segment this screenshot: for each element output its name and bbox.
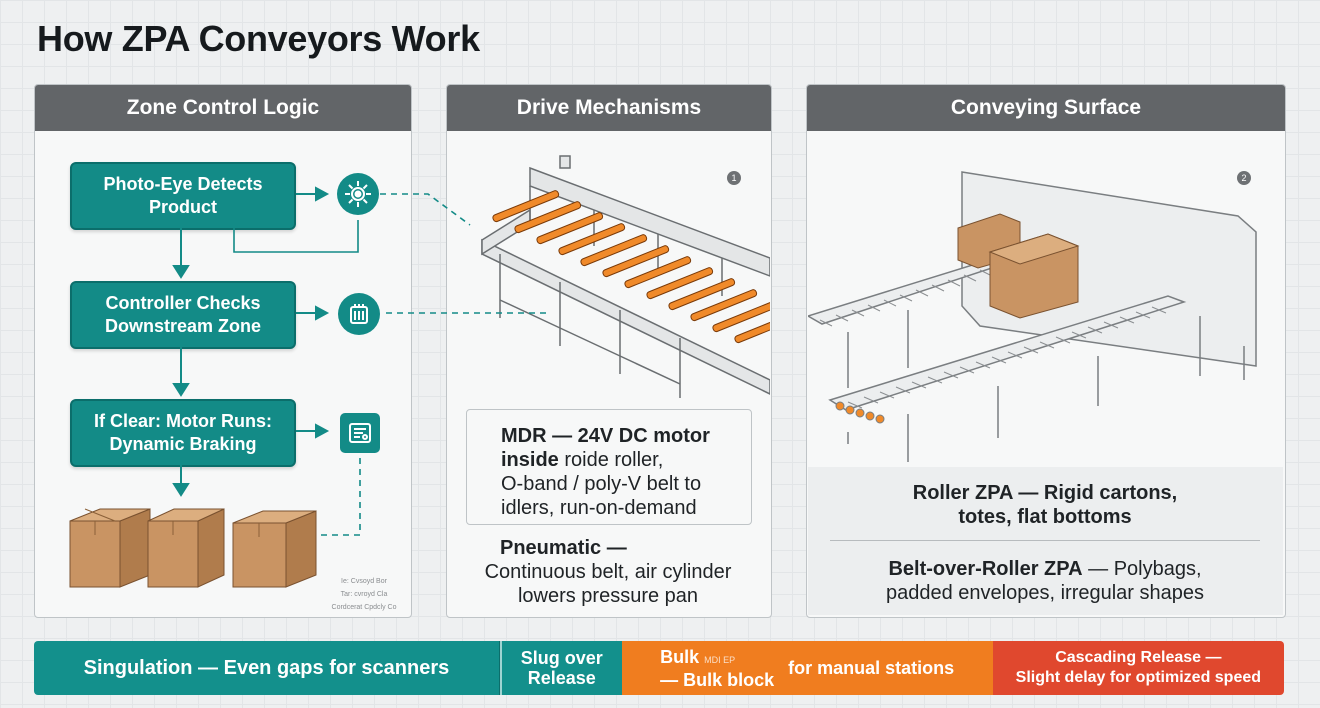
surface-caption-area <box>808 467 1283 615</box>
badge-1: 1 <box>727 171 741 185</box>
belt-zpa-line1: Belt-over-Roller ZPA — Polybags, <box>806 557 1284 581</box>
step-motor-line1: If Clear: Motor Runs: <box>94 411 272 431</box>
cascade-line2: Slight delay for optimized speed <box>1015 669 1262 686</box>
mdr-line4: idlers, run-on-demand <box>501 497 697 519</box>
bulk-faint: MDI EP <box>704 654 736 665</box>
drive-mechanisms-header: Drive Mechanisms <box>447 85 771 131</box>
mdr-conveyor-illustration <box>462 150 802 417</box>
page-title: How ZPA Conveyors Work <box>37 18 480 59</box>
pneumatic-title: Pneumatic — <box>500 537 627 559</box>
slug-line1: Slug over <box>520 648 603 668</box>
belt-zpa-line2: padded envelopes, irregular shapes <box>886 582 1204 604</box>
pneumatic-line2: lowers pressure pan <box>517 585 699 607</box>
zone-control-header: Zone Control Logic <box>35 85 411 131</box>
step-controller-line2: Downstream Zone <box>104 316 262 336</box>
mdr-description-box: MDR — 24V DC motor inside roide roller, … <box>466 409 752 525</box>
fine-print-3: Cordcerat Cpdcly Co <box>331 604 397 611</box>
mdr-line3: O-band / poly-V belt to <box>501 473 702 495</box>
mdr-inside: inside <box>501 449 559 471</box>
controller-icon <box>338 293 380 335</box>
footer-bar: Singulation — Even gaps for scanners Slu… <box>34 641 1284 695</box>
bulk-line2: — Bulk block <box>660 669 775 690</box>
step-motor-runs: If Clear: Motor Runs: Dynamic Braking <box>70 399 296 467</box>
step-controller-line1: Controller Checks <box>105 293 261 313</box>
surface-divider <box>830 540 1260 541</box>
zpa-conveyor-illustration <box>806 156 1278 471</box>
cascade-line1: Cascading Release — <box>1055 649 1222 666</box>
roller-zpa-line1: Roller ZPA — Rigid cartons, <box>912 482 1178 504</box>
bulk-rest: for manual stations <box>788 657 955 678</box>
belt-zpa-rest: — Polybags, <box>1082 558 1202 580</box>
bulk-line1: Bulk <box>660 646 700 667</box>
belt-zpa-bold: Belt-over-Roller ZPA <box>888 558 1083 580</box>
step-photo-eye-line1: Photo-Eye Detects <box>103 174 263 194</box>
conveying-surface-header: Conveying Surface <box>807 85 1285 131</box>
step-photo-eye-line2: Product <box>148 197 217 217</box>
mdr-rest: roide roller, <box>558 449 664 471</box>
mdr-line1: MDR — 24V DC motor <box>501 425 710 447</box>
footer-bulk: Bulk MDI EP — Bulk block for manual stat… <box>621 641 993 695</box>
boxes-illustration <box>68 503 318 596</box>
gear-sensor-icon <box>337 173 379 215</box>
step-motor-line2: Dynamic Braking <box>109 434 257 454</box>
roller-zpa-line2: totes, flat bottoms <box>958 506 1132 528</box>
fine-print-2: Tar: cvroyd Cla <box>340 591 388 598</box>
fine-print-1: Ie: Cvsoyd Bor <box>341 578 387 585</box>
footer-singulation: Singulation — Even gaps for scanners <box>34 641 500 695</box>
footer-cascading-release: Cascading Release — Slight delay for opti… <box>992 641 1284 695</box>
motor-panel-icon <box>340 413 380 453</box>
pneumatic-line1: Continuous belt, air cylinder <box>484 561 732 583</box>
slug-line2: Release <box>527 668 596 688</box>
mdr-line2: inside roide roller, <box>501 448 751 472</box>
pneumatic-description: Pneumatic — Continuous belt, air cylinde… <box>446 536 770 608</box>
badge-2: 2 <box>1237 171 1251 185</box>
